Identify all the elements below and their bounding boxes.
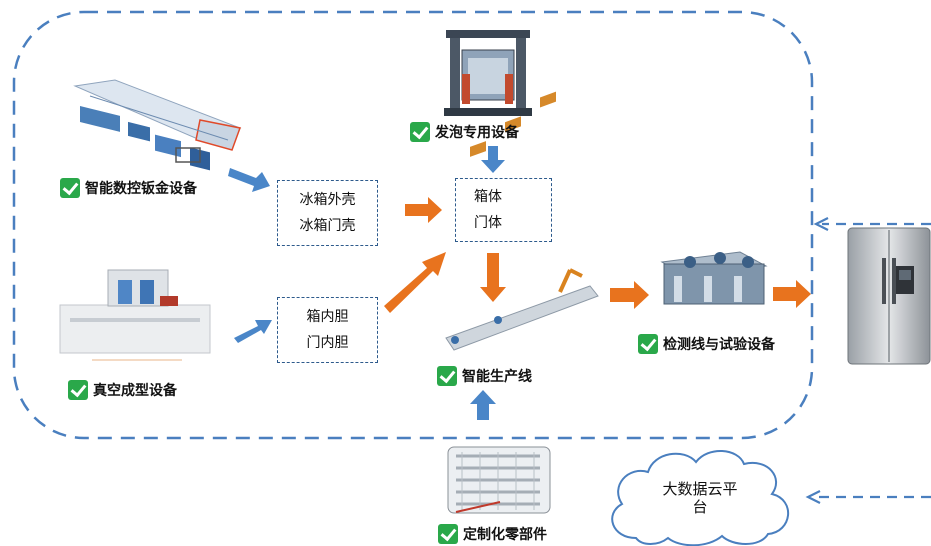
cloud-icon [611,449,789,546]
check-icon [438,524,458,544]
arrow-shell-to-body [405,197,442,223]
system-boundary [12,10,814,440]
check-icon [68,380,88,400]
box-shell: 冰箱外壳 冰箱门壳 [277,180,378,246]
cloud-label-line: 大数据云平 [662,480,738,498]
arrow-inspection-to-fridge [773,280,811,308]
box-body-line: 箱体 [474,189,502,205]
foaming-machine-image [444,30,532,116]
box-shell-line: 冰箱外壳 [299,192,356,208]
feedback-arrow-bottom [805,490,931,504]
refrigerator-icon [847,227,931,365]
sheet-metal-machine-image [73,79,242,171]
arrow-body-to-line [480,253,506,302]
box-body-line: 门体 [474,215,502,231]
arrow-parts-to-line [470,390,496,420]
label-text: 智能生产线 [462,369,532,385]
box-liner-line: 箱内胆 [306,309,349,325]
check-icon [410,122,430,142]
box-liner: 箱内胆 门内胆 [277,297,378,363]
label-text: 智能数控钣金设备 [85,181,197,197]
inspection-line-image [660,251,768,305]
arrows-blue [228,146,505,420]
check-icon [638,334,658,354]
label-text: 真空成型设备 [93,383,177,399]
arrow-sheetmetal-to-shell [228,168,270,192]
arrow-liner-to-body [384,252,446,313]
cloud-label-line: 台 [692,498,708,516]
label-custom-parts: 定制化零部件 [438,524,547,544]
label-foaming-equipment: 发泡专用设备 [410,122,519,142]
label-inspection-equipment: 检测线与试验设备 [638,334,775,354]
arrows-orange [384,197,811,313]
label-text: 检测线与试验设备 [663,337,775,353]
parts-coil-image [447,446,551,514]
arrow-foaming-to-body [481,146,505,173]
cloud-platform-label: 大数据云平 台 [640,480,760,516]
feedback-arrow-top [813,217,931,231]
label-production-line: 智能生产线 [437,366,532,386]
label-sheet-metal-equipment: 智能数控钣金设备 [60,178,197,198]
arrow-vacuum-to-liner [234,320,272,343]
check-icon [437,366,457,386]
label-text: 定制化零部件 [463,527,547,543]
box-liner-line: 门内胆 [306,335,349,351]
production-line-image [445,91,599,351]
label-text: 发泡专用设备 [435,125,519,141]
arrow-line-to-inspection [610,281,649,309]
check-icon [60,178,80,198]
vacuum-forming-machine-image [59,269,211,361]
box-body: 箱体 门体 [455,178,552,242]
box-shell-line: 冰箱门壳 [299,218,356,234]
label-vacuum-forming-equipment: 真空成型设备 [68,380,177,400]
